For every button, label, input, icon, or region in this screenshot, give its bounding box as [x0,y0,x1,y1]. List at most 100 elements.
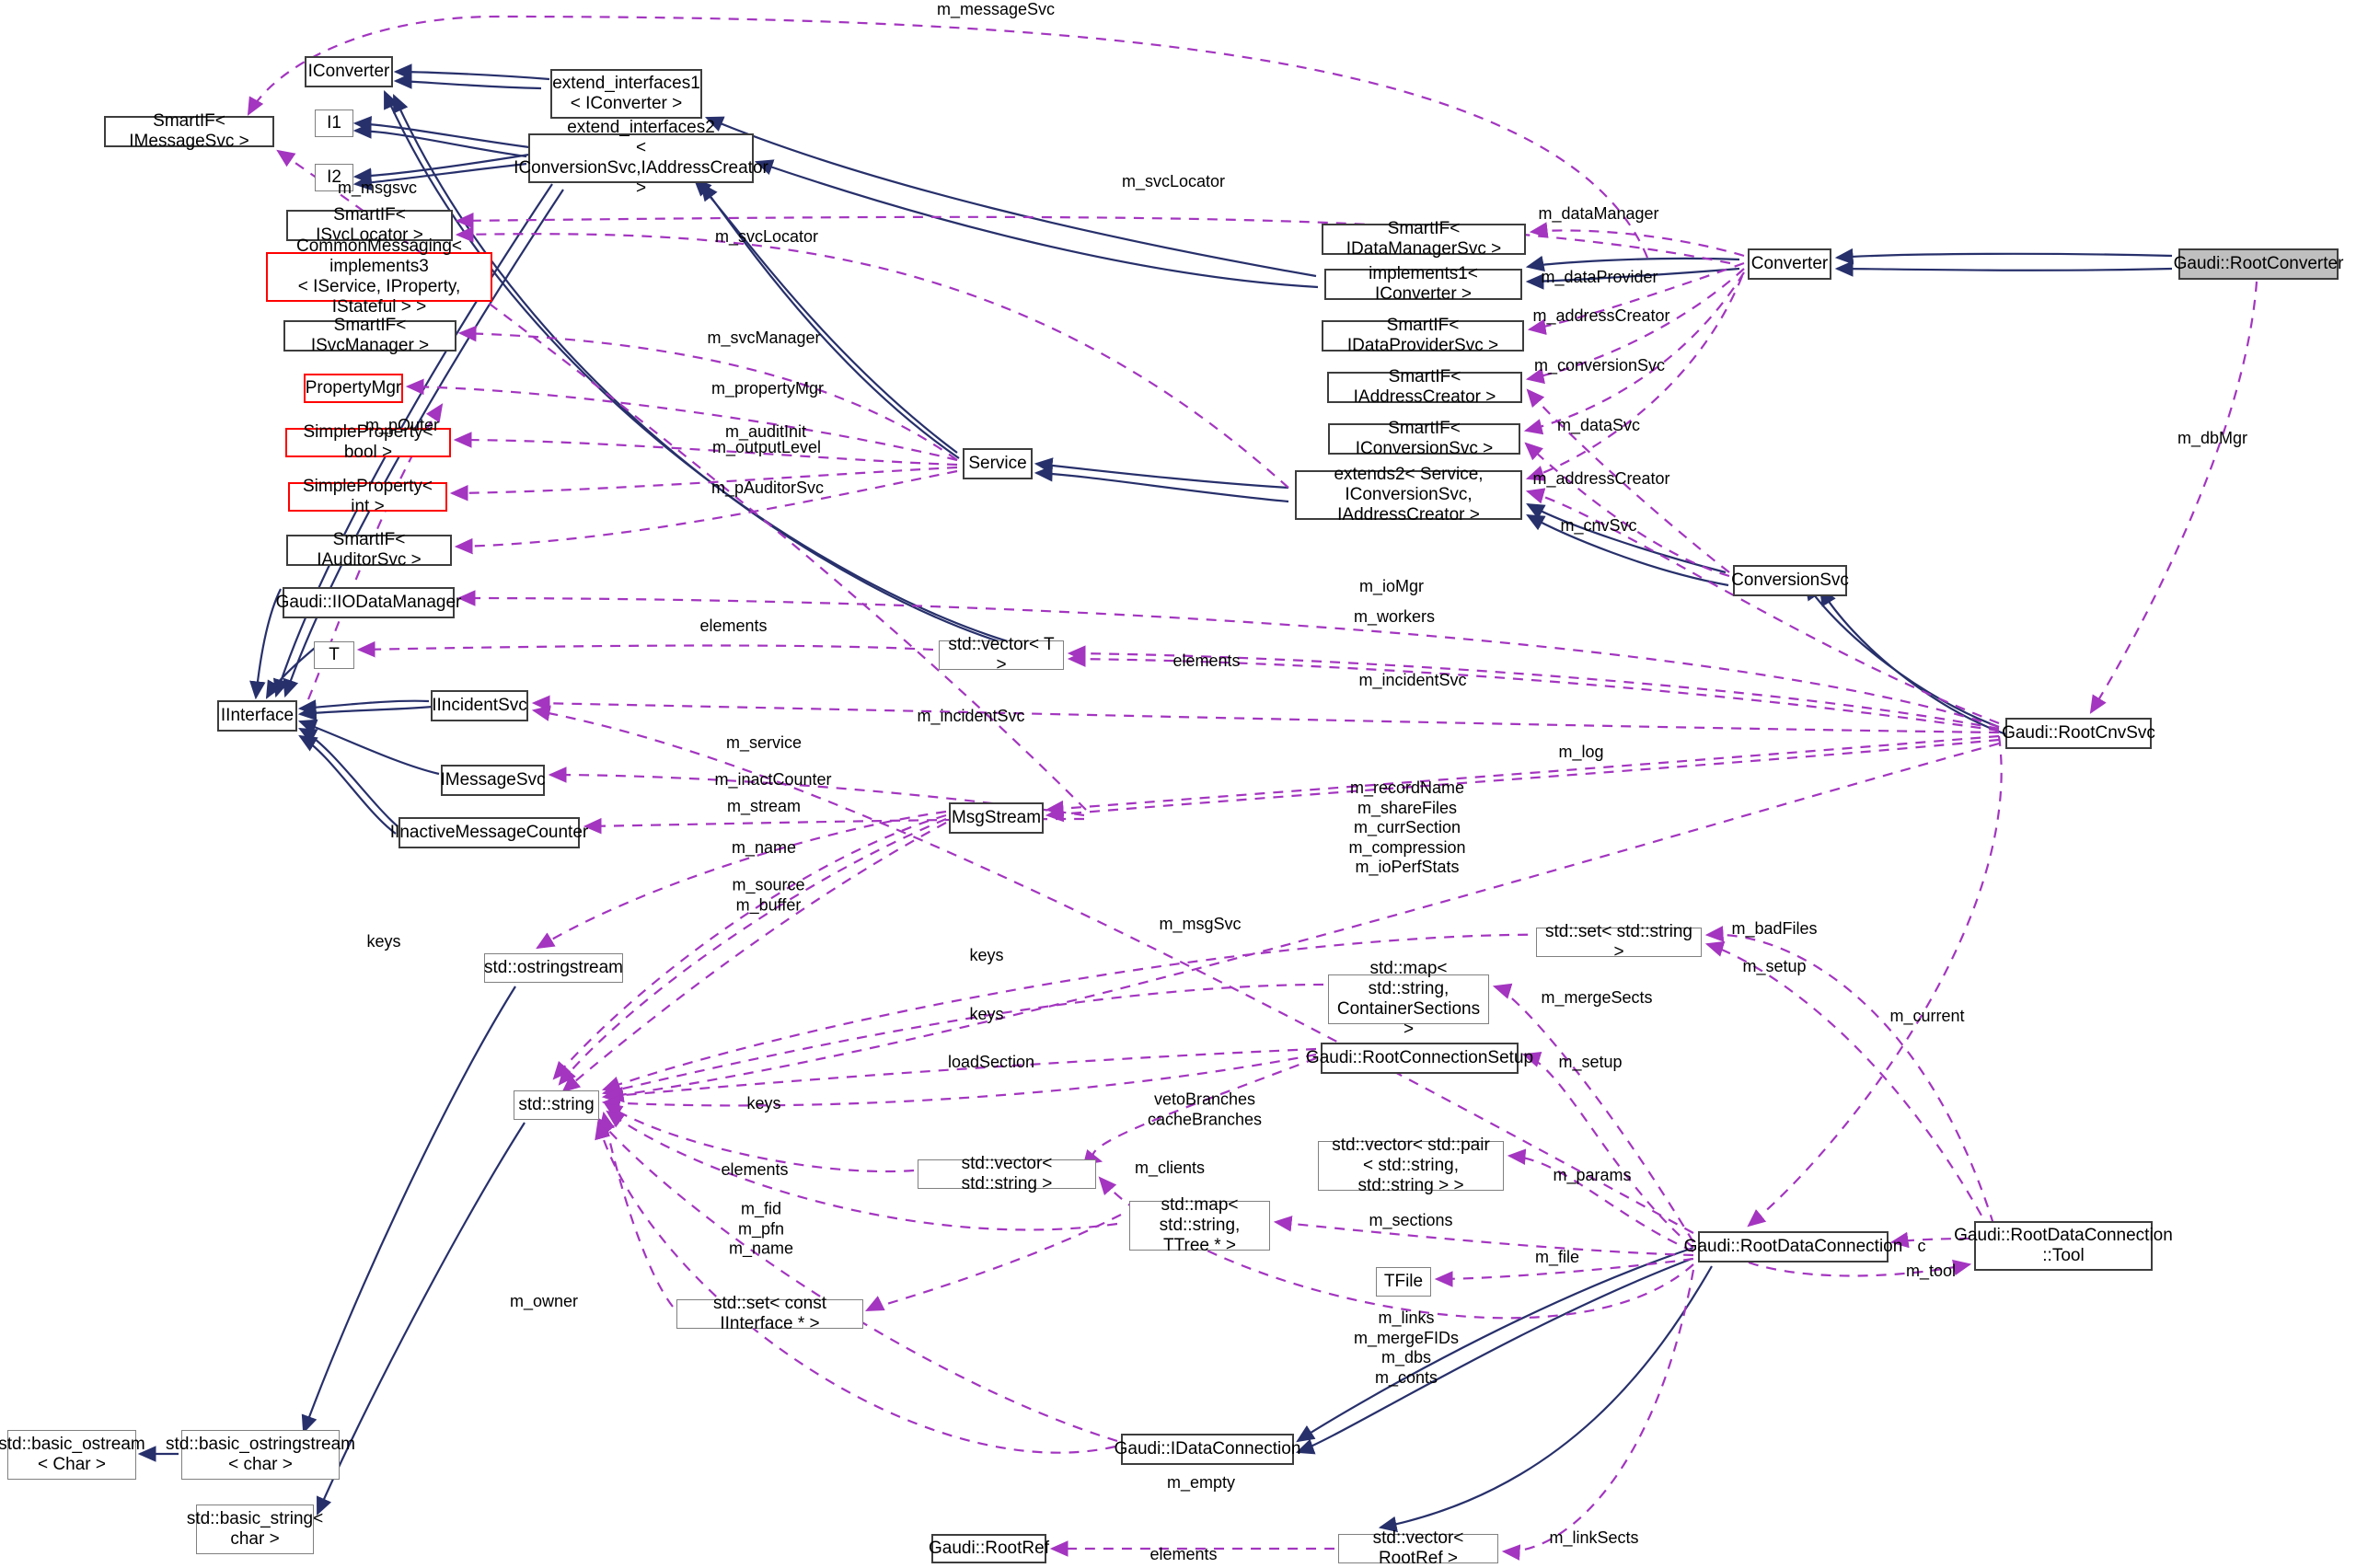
edge-label: m_svcManager [707,329,821,348]
node-converter[interactable]: Converter [1748,248,1831,280]
node-iconverter[interactable]: IConverter [305,56,393,87]
edge-label: elements [1172,651,1241,671]
node-t[interactable]: T [314,641,354,669]
node-std-map-ttree[interactable]: std::map< std::string, TTree * > [1129,1195,1270,1255]
node-tfile[interactable]: TFile [1376,1267,1431,1297]
edge-label: m_badFiles [1731,919,1818,939]
node-smartif-iaddresscreator[interactable]: SmartIF< IAddressCreator > [1327,367,1522,407]
node-smartif-idatamanagersvc[interactable]: SmartIF< IDataManagerSvc > [1322,219,1526,259]
node-imessagesvc[interactable]: IMessageSvc [440,765,546,796]
node-std-ostringstream[interactable]: std::ostringstream [484,953,623,983]
node-smartif-idataprovidersvc[interactable]: SmartIF< IDataProviderSvc > [1322,316,1524,355]
edge-label: m_svcLocator [714,227,819,247]
node-std-vector-t[interactable]: std::vector< T > [939,635,1064,674]
edge-label: m_svcLocator [1121,172,1226,191]
edge-label: m_dataManager [1538,204,1659,224]
edge-label: m_recordName m_shareFiles m_currSection … [1348,778,1466,877]
node-i1[interactable]: I1 [315,110,353,137]
node-std-map-containersections[interactable]: std::map< std::string, ContainerSections… [1328,959,1489,1039]
node-std-set-const-iinterface[interactable]: std::set< const IInterface * > [676,1294,863,1333]
node-gaudi-rootdataconnection-tool[interactable]: Gaudi::RootDataConnection ::Tool [1954,1221,2173,1271]
node-std-string[interactable]: std::string [514,1090,599,1120]
node-gaudi-rootconnectionsetup[interactable]: Gaudi::RootConnectionSetup [1306,1043,1533,1074]
edge-label: m_incidentSvc [917,707,1025,726]
edge-label: m_inactCounter [714,770,832,790]
node-std-vector-std-string[interactable]: std::vector< std::string > [918,1154,1096,1193]
edge-label: m_sections [1369,1211,1453,1230]
edge-label: m_pAuditorSvc [710,478,825,498]
edge-label: m_source m_buffer [732,875,805,914]
edge-label: m_empty [1166,1473,1236,1493]
node-msgstream[interactable]: MsgStream [949,802,1044,834]
edge-label: m_params [1553,1166,1632,1185]
node-std-vector-pair[interactable]: std::vector< std::pair < std::string, st… [1318,1136,1504,1195]
edge-label: m_setup [1742,957,1807,976]
node-service[interactable]: Service [963,448,1033,479]
node-std-vector-rootref[interactable]: std::vector< RootRef > [1338,1528,1498,1568]
edge-label: m_service [725,733,803,753]
edge-label: m_msgsvc [337,179,418,198]
edge-label: elements [699,617,768,636]
node-smartif-iauditorsvc[interactable]: SmartIF< IAuditorSvc > [286,530,452,570]
edge-label: m_setup [1558,1053,1623,1072]
node-propertymgr[interactable]: PropertyMgr [304,374,403,403]
edge-label: vetoBranches cacheBranches [1147,1090,1263,1128]
node-extends2[interactable]: extends2< Service, IConversionSvc, IAddr… [1295,465,1522,525]
edge-label: loadSection [947,1053,1035,1072]
edge-label: m_stream [726,797,802,816]
node-std-basic-string-char[interactable]: std::basic_string< char > [187,1505,323,1554]
edge-label: m_msgSvc [1159,915,1242,934]
edge-label: m_linkSects [1549,1528,1639,1548]
edge-label: m_mergeSects [1541,988,1653,1008]
edge-label: keys [969,946,1004,965]
node-std-basic-ostream[interactable]: std::basic_ostream < Char > [0,1430,145,1480]
edge-label: m_current [1889,1007,1965,1026]
edge-label: elements [1149,1545,1218,1564]
edge-label: m_incidentSvc [1358,671,1467,690]
edge-label: m_dbMgr [2177,429,2248,448]
node-extend-interfaces1[interactable]: extend_interfaces1 < IConverter > [550,69,702,119]
node-iinactivemessagecounter[interactable]: IInactiveMessageCounter [390,817,588,848]
edge-label: m_outputLevel [711,438,822,457]
edge-label: keys [746,1094,781,1113]
edge-label: m_workers [1353,607,1436,627]
node-iinterface[interactable]: IInterface [217,700,297,732]
edge-label: m_links m_mergeFIDs m_dbs m_conts [1353,1308,1460,1387]
node-gaudi-idataconnection[interactable]: Gaudi::IDataConnection [1115,1434,1300,1465]
edge-label: m_propertyMgr [710,379,825,398]
node-conversionsvc[interactable]: ConversionSvc [1731,565,1849,596]
node-implements1-iconverter[interactable]: implements1< IConverter > [1324,264,1522,304]
node-smartif-iconversionsvc[interactable]: SmartIF< IConversionSvc > [1328,419,1520,458]
edge-label: m_file [1534,1248,1580,1267]
node-iincidentsvc[interactable]: IIncidentSvc [431,690,528,721]
edge-label: m_owner [509,1292,579,1311]
edge-label: m_tool [1905,1262,1957,1281]
node-gaudi-rootref[interactable]: Gaudi::RootRef [929,1534,1049,1563]
edge-label: m_ioMgr [1358,577,1425,596]
edge-label: m_cnvSvc [1560,516,1637,536]
edge-label: keys [969,1005,1004,1024]
edge-label: m_clients [1134,1159,1206,1178]
node-simpleproperty-int[interactable]: SimpleProperty< int > [288,477,447,516]
edge-label: m_addressCreator [1532,469,1670,489]
edge-label: keys [366,932,401,951]
node-gaudi-rootconverter[interactable]: Gaudi::RootConverter [2174,248,2343,280]
edge-label: m_name [731,838,797,858]
edge-label: elements [721,1160,789,1180]
edge-label: m_addressCreator [1532,306,1670,326]
edge-label: m_messageSvc [936,0,1056,19]
edge-label: m_fid m_pfn m_name [728,1199,794,1258]
node-extend-interfaces2[interactable]: extend_interfaces2 < IConversionSvc,IAdd… [514,118,768,198]
node-std-basic-ostringstream[interactable]: std::basic_ostringstream < char > [166,1430,355,1480]
node-smartif-isvcmanager[interactable]: SmartIF< ISvcManager > [283,316,456,355]
node-commonmessaging[interactable]: CommonMessaging< implements3 < IService,… [266,236,492,317]
node-gaudi-rootdataconnection[interactable]: Gaudi::RootDataConnection [1684,1231,1902,1262]
node-gaudi-rootcnvsvc[interactable]: Gaudi::RootCnvSvc [2002,718,2155,749]
node-std-set-std-string[interactable]: std::set< std::string > [1536,922,1702,962]
edge-label: m_conversionSvc [1533,356,1666,375]
node-gaudi-iiodatamanager[interactable]: Gaudi::IIODataManager [276,587,461,618]
edge-label: m_log [1558,743,1604,762]
node-smartif-imessagesvc[interactable]: SmartIF< IMessageSvc > [104,111,274,151]
edge-label: c [1917,1237,1926,1256]
